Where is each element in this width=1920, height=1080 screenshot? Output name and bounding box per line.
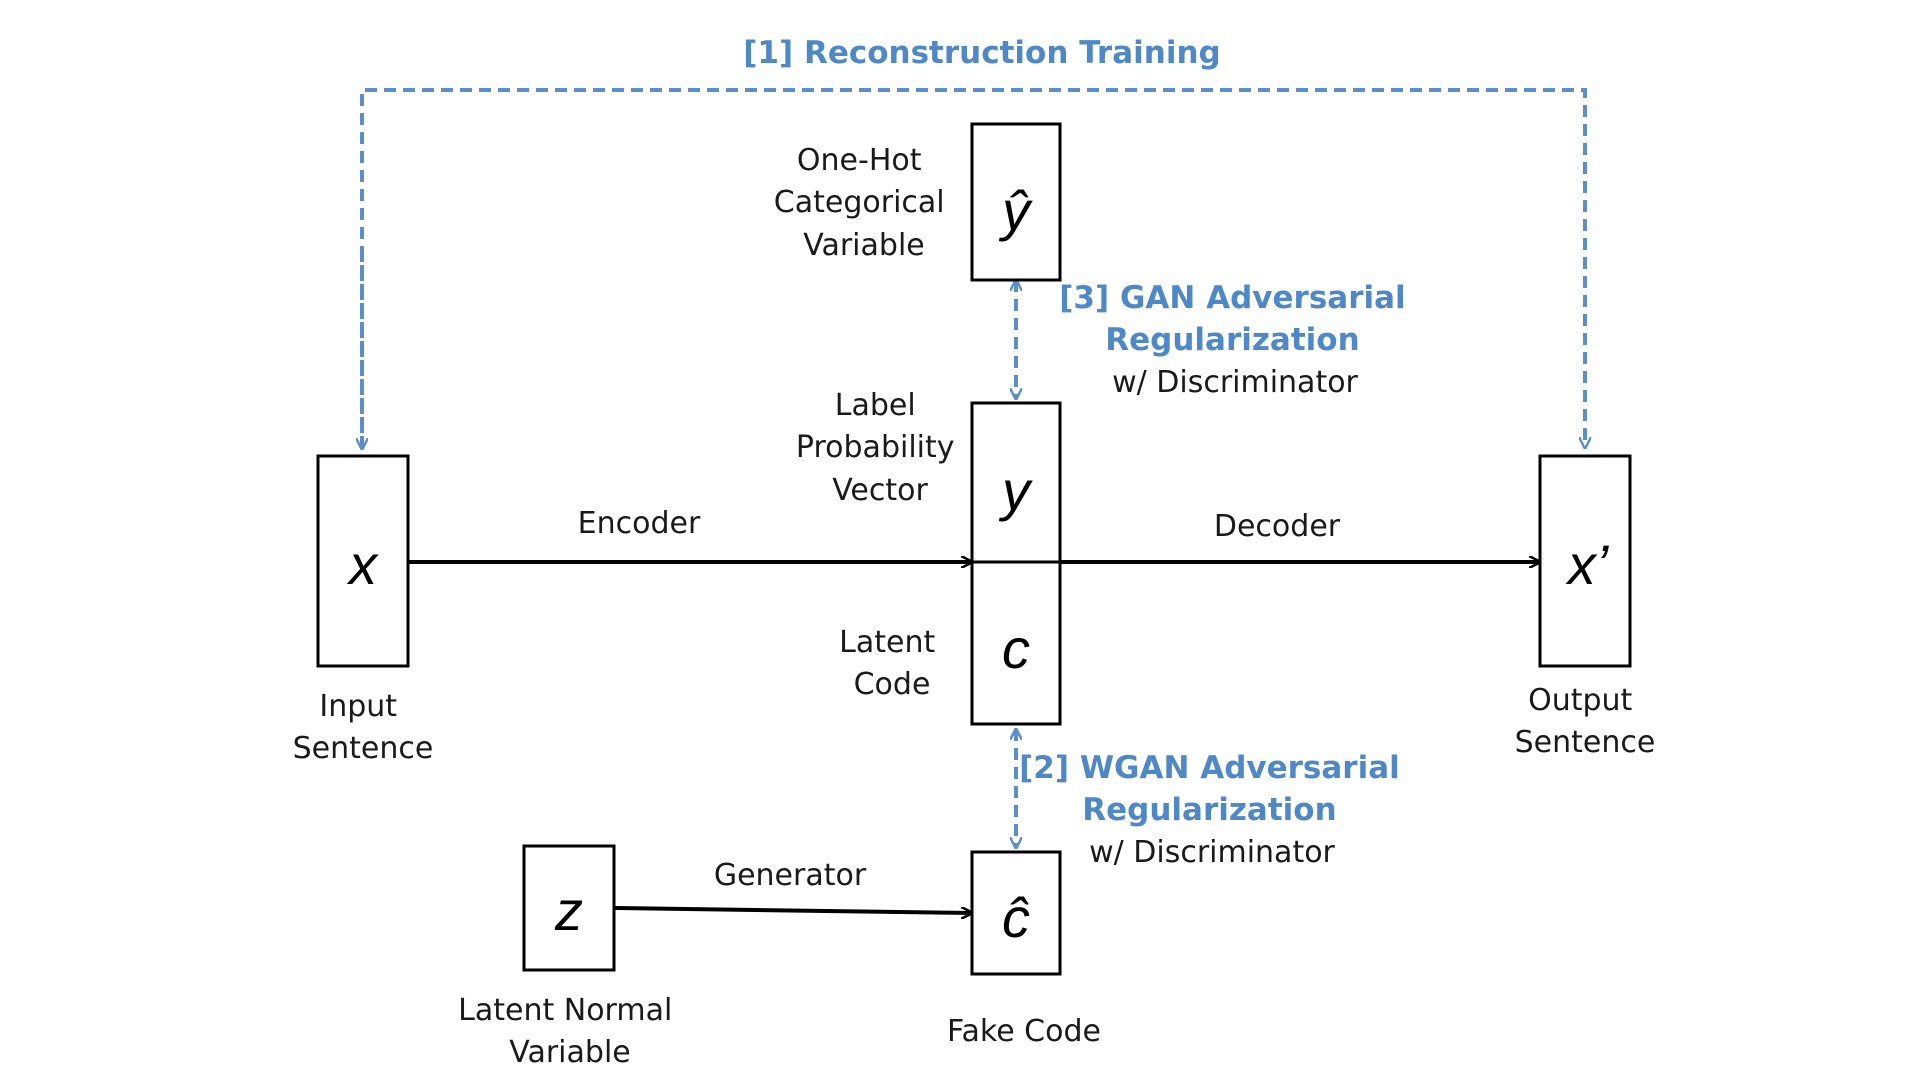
- z-variable: z: [554, 879, 583, 942]
- generator-arrow: [613, 906, 972, 913]
- latent-normal-box: [522, 844, 616, 972]
- input-sentence-box: [316, 454, 410, 668]
- latent-code-box: [970, 560, 1062, 726]
- output-sentence-box: [1538, 454, 1632, 668]
- x-prime-variable: x’: [1565, 533, 1610, 596]
- wgan-regularization-label: [2] WGAN Adversarial Regularization w/ D…: [1019, 750, 1405, 870]
- fake-code-box: [970, 850, 1062, 976]
- c-hat-variable: ĉ: [1002, 886, 1030, 949]
- x-variable: x: [346, 533, 379, 596]
- label-probability-box: [970, 401, 1062, 564]
- output-sentence-label: Output Sentence: [1515, 683, 1656, 760]
- y-variable: y: [998, 459, 1033, 522]
- label-probability-label: Label Probability Vector: [796, 388, 964, 508]
- input-sentence-label: Input Sentence: [293, 689, 434, 766]
- generator-label: Generator: [714, 858, 867, 893]
- fake-code-label: Fake Code: [947, 1014, 1101, 1049]
- latent-code-label: Latent Code: [839, 625, 945, 702]
- c-variable: c: [1002, 617, 1030, 680]
- encoder-label: Encoder: [578, 506, 701, 541]
- gan-regularization-label: [3] GAN Adversarial Regularization w/ Di…: [1059, 280, 1411, 400]
- reconstruction-title: [1] Reconstruction Training: [743, 35, 1220, 71]
- latent-normal-label: Latent Normal Variable: [458, 993, 682, 1070]
- decoder-label: Decoder: [1214, 509, 1341, 544]
- one-hot-label: One-Hot Categorical Variable: [774, 143, 954, 263]
- one-hot-variable-box: [970, 122, 1062, 282]
- y-hat-variable: ŷ: [998, 179, 1033, 242]
